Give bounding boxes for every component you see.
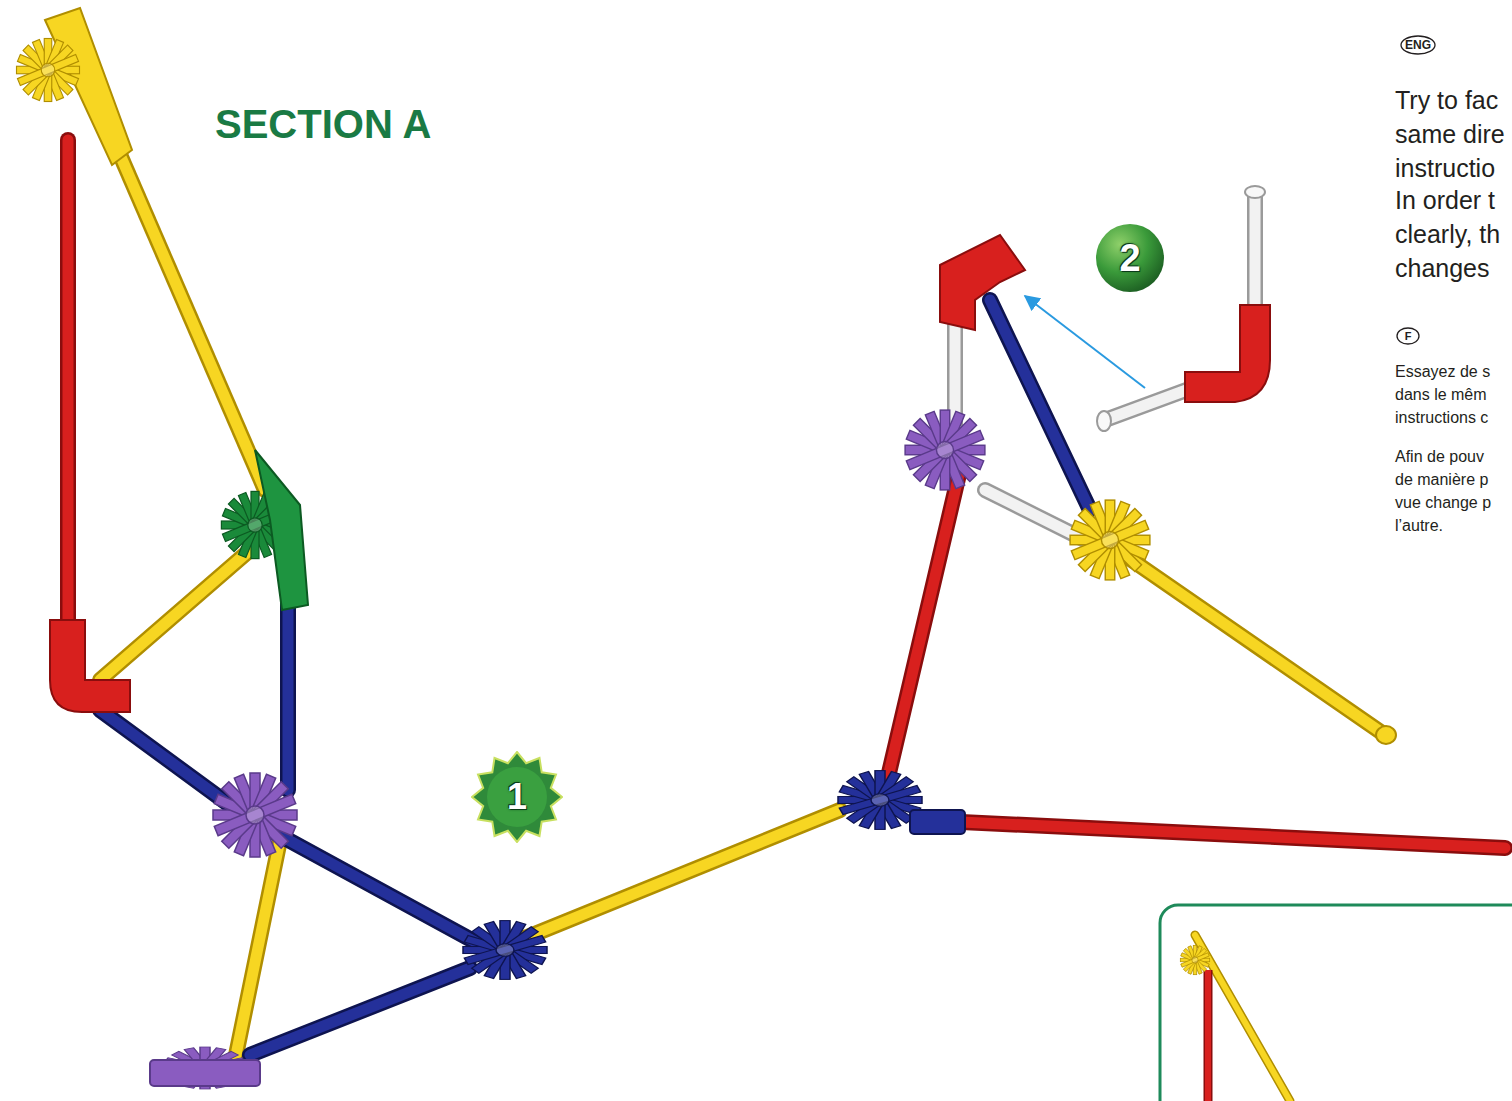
step-label: 1	[507, 779, 527, 815]
instruction-text: Essayez de s	[1395, 361, 1490, 382]
section-title: SECTION A	[215, 100, 431, 148]
instruction-text: dans le mêm	[1395, 384, 1487, 405]
language-badge: F	[1396, 327, 1420, 345]
instruction-text: In order t	[1395, 184, 1495, 216]
instruction-text: instructio	[1395, 152, 1495, 184]
step-label: F	[1405, 331, 1412, 342]
instruction-text: changes	[1395, 252, 1490, 284]
instruction-text: Try to fac	[1395, 84, 1498, 116]
instruction-text: same dire	[1395, 118, 1505, 150]
instruction-text: vue change p	[1395, 492, 1491, 513]
instruction-text: instructions c	[1395, 407, 1488, 428]
language-badge: ENG	[1400, 35, 1436, 55]
instruction-text: de manière p	[1395, 469, 1488, 490]
step-label: 2	[1119, 239, 1140, 277]
step-label: ENG	[1405, 39, 1431, 51]
step-number: 1	[471, 751, 563, 843]
instruction-text: l’autre.	[1395, 515, 1443, 536]
step-number: 2	[1095, 223, 1165, 293]
instruction-text: Afin de pouv	[1395, 446, 1484, 467]
instruction-text: clearly, th	[1395, 218, 1500, 250]
